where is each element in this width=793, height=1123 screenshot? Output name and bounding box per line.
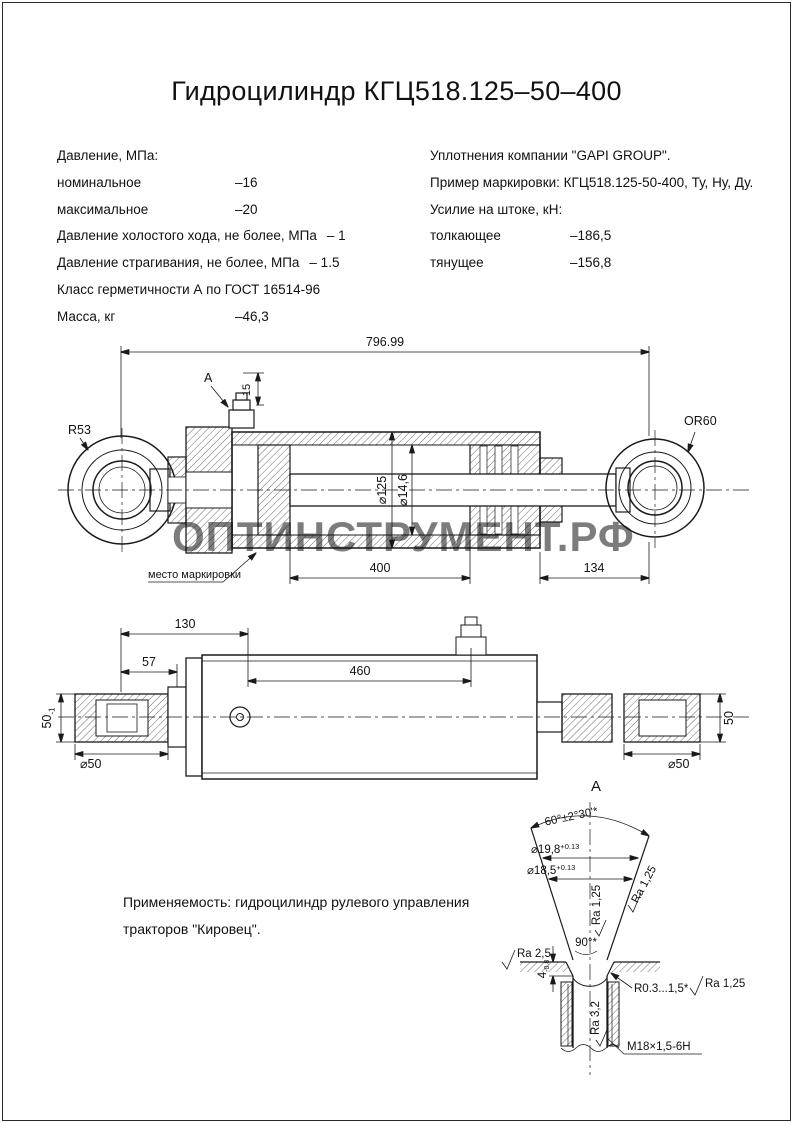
dim-57: 57 xyxy=(142,655,156,669)
spec-label: Усилие на штоке, кН: xyxy=(430,201,563,217)
or60-leader xyxy=(688,431,696,452)
spec-idle: Давление холостого хода, не более, МПа – … xyxy=(57,223,417,250)
spec-value: –156,8 xyxy=(570,255,612,271)
dim-50-right: 50 xyxy=(722,711,736,725)
thread-label: M18×1,5-6H xyxy=(627,1041,691,1053)
ra-125-right: Ra 1,25 xyxy=(705,978,745,990)
specs-left: Давление, МПа: номинальное –16 максимальн… xyxy=(57,143,417,331)
spec-label: максимальное xyxy=(57,201,149,217)
spec-push: толкающее –186,5 xyxy=(430,223,770,250)
watermark: ОПТИНСТРУМЕНТ.РФ xyxy=(172,513,635,560)
ra-125-cone: Ra 1,25 xyxy=(591,885,603,925)
application-line: Применяемость: гидроцилиндр рулевого упр… xyxy=(123,894,470,910)
spec-marking-example: Пример маркировки: КГЦ518.125-50-400, Ту… xyxy=(430,170,770,197)
dim-4: 4-0.8 xyxy=(537,960,551,979)
spec-label: номинальное xyxy=(57,174,142,190)
break-line xyxy=(560,1044,620,1052)
ra-25: Ra 2,5 xyxy=(517,948,551,960)
specs-right: Уплотнения компании "GAPI GROUP". Пример… xyxy=(430,143,770,277)
dim-50-left: 50-1 xyxy=(40,707,57,729)
spec-value: –16 xyxy=(235,174,258,190)
radius-note: R0.3...1,5* xyxy=(634,983,689,995)
dim-134: 134 xyxy=(584,561,605,575)
ra-125-edge: Ra 1,25 xyxy=(630,864,660,905)
spec-label: Уплотнения компании "GAPI GROUP". xyxy=(430,148,671,163)
spec-force-header: Усилие на штоке, кН: xyxy=(430,197,770,224)
spec-pull: тянущее –156,8 xyxy=(430,250,770,277)
spec-seal-class: Класс герметичности А по ГОСТ 16514-96 xyxy=(57,277,417,304)
port-fitting xyxy=(228,392,255,429)
spec-label: Пример маркировки: КГЦ518.125-50-400, Ту… xyxy=(430,174,754,190)
piston-rod xyxy=(289,473,617,507)
right-eye xyxy=(605,430,705,548)
roughness-mark xyxy=(501,949,516,970)
detail-a: А 60°±2°30'* ⌀19,8+0.13 ⌀18,5+0.13 xyxy=(501,778,745,1075)
dim-d50-left: ⌀50 xyxy=(80,757,101,771)
dim-overall-length: 796.99 xyxy=(366,335,404,349)
dim-d185: ⌀18,5+0.13 xyxy=(527,863,575,877)
dim-400: 400 xyxy=(370,561,391,575)
spec-label: тянущее xyxy=(430,255,484,271)
dim-460: 460 xyxy=(350,664,371,678)
spec-label: Давление, МПа: xyxy=(57,148,159,163)
rod-end-block xyxy=(561,693,613,743)
spec-label: Давление холостого хода, не более, МПа xyxy=(57,228,317,244)
ra-32: Ra 3,2 xyxy=(590,1001,602,1035)
dim-d50-right: ⌀50 xyxy=(668,757,689,771)
application-note: Применяемость: гидроцилиндр рулевого упр… xyxy=(123,889,469,943)
spec-label: Класс герметичности А по ГОСТ 16514-96 xyxy=(57,281,321,297)
label-or60: OR60 xyxy=(684,414,717,428)
application-line: тракторов "Кировец". xyxy=(123,921,261,937)
spec-label: Масса, кг xyxy=(57,308,116,324)
roughness-mark xyxy=(627,892,642,913)
spec-label: Давление страгивания, не более, МПа xyxy=(57,255,300,271)
spec-mass: Масса, кг –46,3 xyxy=(57,304,417,331)
roughness-mark xyxy=(689,975,704,996)
spec-max: максимальное –20 xyxy=(57,197,417,224)
top-port-fitting xyxy=(455,616,487,656)
top-view: 130 57 460 50-1 50 ⌀50 ⌀50 xyxy=(40,616,750,780)
spec-value: –186,5 xyxy=(570,228,612,244)
marking-note: место маркировки xyxy=(148,569,241,581)
roughness-mark xyxy=(594,919,607,937)
spec-pressure-header: Давление, МПа: xyxy=(57,143,417,170)
label-r53: R53 xyxy=(68,423,91,437)
detail-a-label: А xyxy=(591,778,601,795)
callout-a-label: А xyxy=(204,371,213,385)
dim-15: 15 xyxy=(241,384,253,396)
main-view: 796.99 R53 xyxy=(58,335,752,584)
page-title: Гидроцилиндр КГЦ518.125–50–400 xyxy=(171,76,622,106)
callout-a-leader xyxy=(210,385,228,407)
r53-leader xyxy=(79,437,88,450)
spec-value: – 1.5 xyxy=(309,255,340,271)
spec-value: –46,3 xyxy=(235,308,269,324)
spec-breakaway: Давление страгивания, не более, МПа – 1.5 xyxy=(57,250,417,277)
dim-d198: ⌀19,8+0.13 xyxy=(531,842,579,856)
dim-angle-60: 60°±2°30'* xyxy=(544,805,600,828)
spec-value: – 1 xyxy=(326,228,346,244)
dim-130: 130 xyxy=(175,617,196,631)
roughness-mark xyxy=(595,1029,608,1047)
spec-label: толкающее xyxy=(430,228,501,244)
dim-angle-90: 90°* xyxy=(575,937,597,949)
spec-seals: Уплотнения компании "GAPI GROUP". xyxy=(430,143,770,170)
spec-value: –20 xyxy=(235,201,258,217)
spec-nominal: номинальное –16 xyxy=(57,170,417,197)
